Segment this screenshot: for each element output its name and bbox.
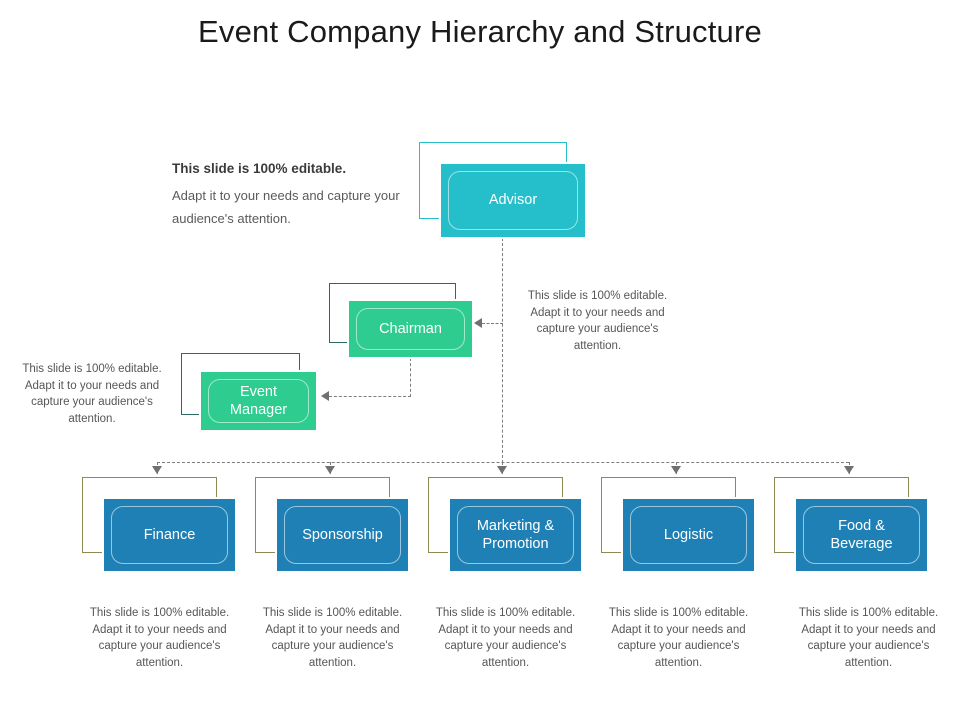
note-right-of-chairman: This slide is 100% editable. Adapt it to… (527, 290, 668, 353)
node-sponsorship-label: Sponsorship (302, 526, 383, 543)
node-advisor-body[interactable]: Advisor (439, 162, 587, 239)
node-finance[interactable]: Finance (82, 477, 237, 573)
node-marketing-promotion-body[interactable]: Marketing &Promotion (448, 497, 583, 573)
node-chairman[interactable]: Chairman (329, 283, 474, 359)
connector-advisor-to-chairman (482, 323, 503, 324)
node-logistic-body[interactable]: Logistic (621, 497, 756, 573)
connector-department-bus (157, 462, 849, 463)
note-under-marketing: This slide is 100% editable. Adapt it to… (435, 607, 576, 670)
arrow-into-food (844, 466, 854, 474)
arrow-into-marketing (497, 466, 507, 474)
editable-blurb: This slide is 100% editable. Adapt it to… (172, 160, 402, 230)
arrow-into-sponsorship (325, 466, 335, 474)
connector-chairman-to-event-manager (329, 396, 411, 397)
node-logistic-label: Logistic (663, 526, 714, 543)
node-food-beverage-body[interactable]: Food &Beverage (794, 497, 929, 573)
node-food-beverage-label: Food &Beverage (830, 517, 893, 552)
node-finance-label: Finance (143, 526, 196, 543)
note-left-of-event-manager: This slide is 100% editable. Adapt it to… (22, 363, 162, 426)
note-under-logistic: This slide is 100% editable. Adapt it to… (608, 607, 749, 670)
node-chairman-body[interactable]: Chairman (347, 299, 474, 359)
node-sponsorship[interactable]: Sponsorship (255, 477, 410, 573)
editable-blurb-heading: This slide is 100% editable. (172, 161, 347, 176)
node-marketing-promotion[interactable]: Marketing &Promotion (428, 477, 583, 573)
node-advisor-label: Advisor (488, 192, 538, 209)
page-title: Event Company Hierarchy and Structure (198, 14, 762, 49)
node-finance-body[interactable]: Finance (102, 497, 237, 573)
arrow-into-event-manager (321, 391, 329, 401)
note-under-food: This slide is 100% editable. Adapt it to… (798, 607, 939, 670)
connector-advisor-vertical (502, 238, 503, 463)
note-under-sponsorship: This slide is 100% editable. Adapt it to… (262, 607, 403, 670)
connector-chairman-vertical (410, 358, 411, 397)
node-logistic[interactable]: Logistic (601, 477, 756, 573)
arrow-into-chairman (474, 318, 482, 328)
editable-blurb-body: Adapt it to your needs and capture your … (172, 188, 400, 226)
node-advisor[interactable]: Advisor (419, 142, 587, 239)
node-chairman-label: Chairman (379, 320, 442, 337)
node-sponsorship-body[interactable]: Sponsorship (275, 497, 410, 573)
note-under-finance: This slide is 100% editable. Adapt it to… (89, 607, 230, 670)
arrow-into-finance (152, 466, 162, 474)
node-food-beverage[interactable]: Food &Beverage (774, 477, 929, 573)
arrow-into-logistic (671, 466, 681, 474)
node-marketing-promotion-label: Marketing &Promotion (476, 517, 555, 552)
